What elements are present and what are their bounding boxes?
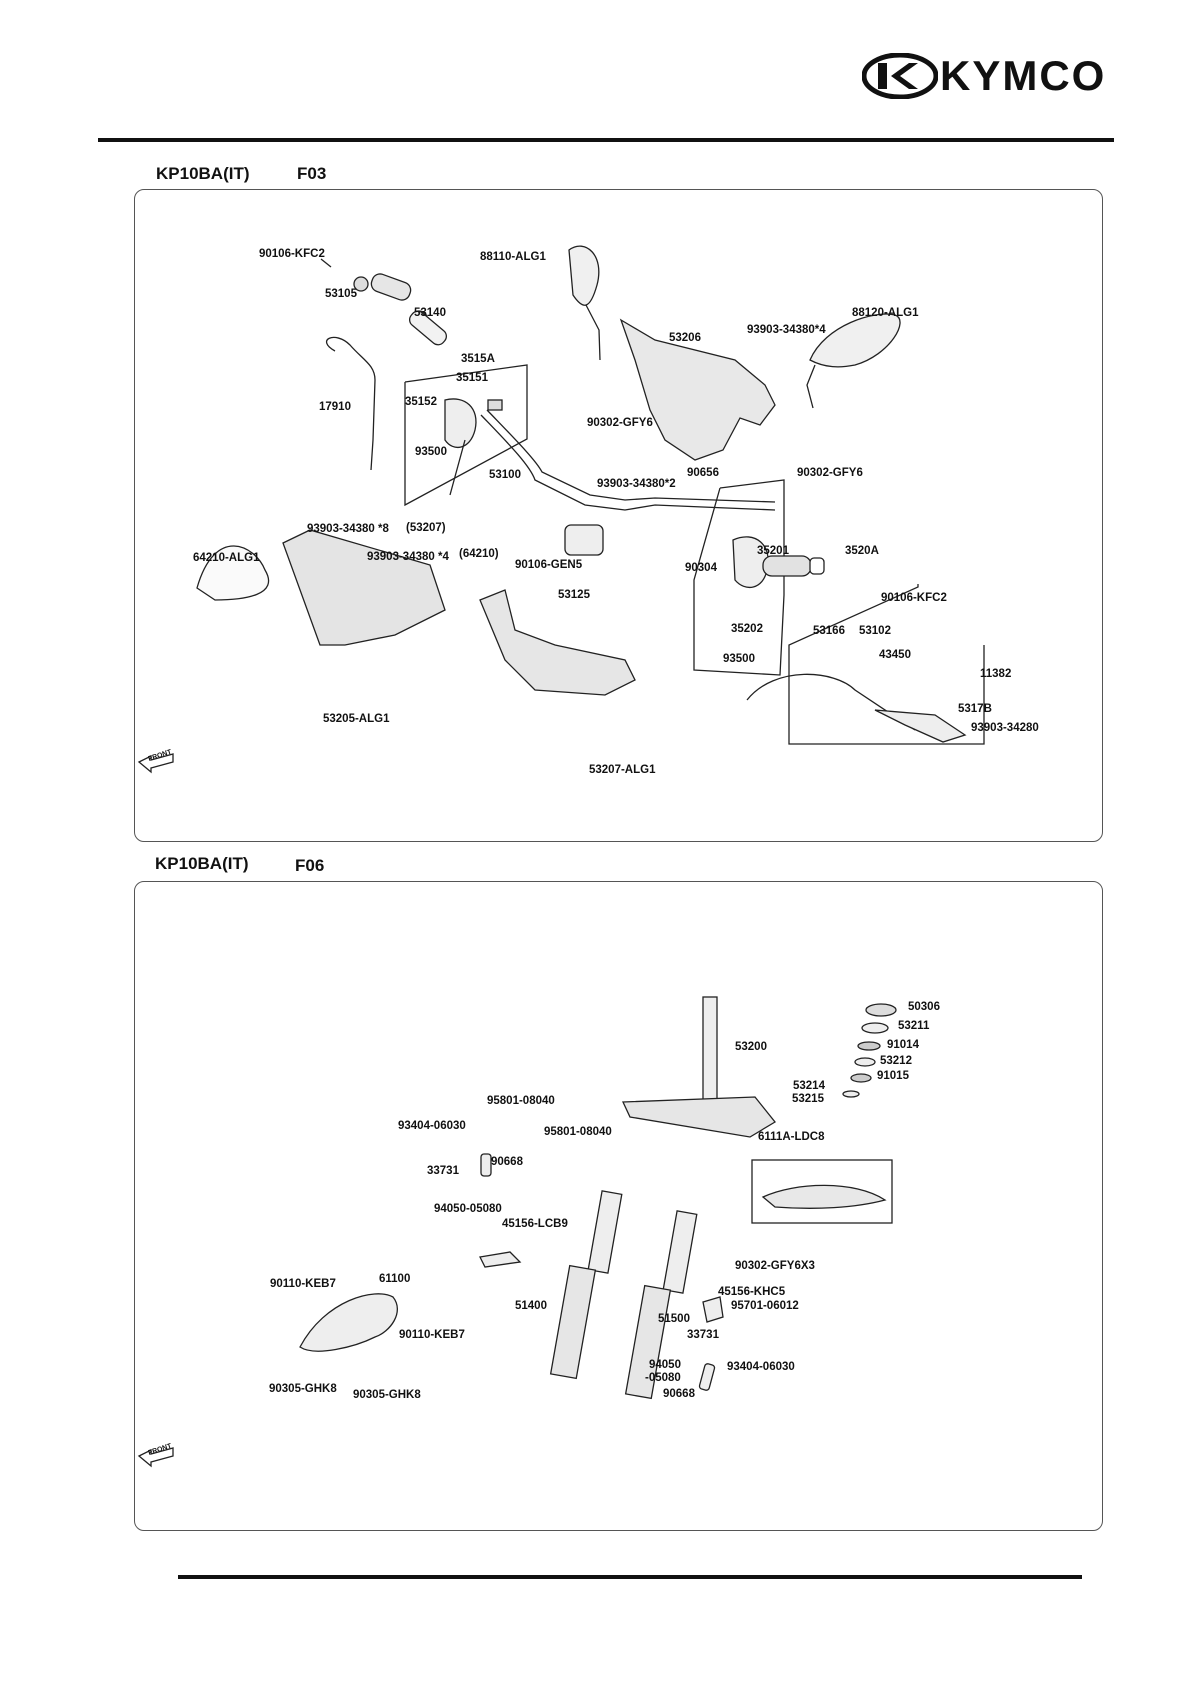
- part-label: 17910: [319, 401, 351, 413]
- part-label: 6111A-LDC8: [758, 1131, 825, 1143]
- part-label: (53207): [406, 522, 446, 534]
- part-label: 51400: [515, 1300, 547, 1312]
- part-label: 90305-GHK8: [353, 1389, 421, 1401]
- part-label: 53105: [325, 288, 358, 300]
- part-label: 53166: [813, 625, 845, 637]
- part-label: 35151: [456, 372, 489, 384]
- section-model-f06: KP10BA(IT): [155, 854, 249, 873]
- part-label: 93903-34380*4: [747, 324, 826, 336]
- part-label: 53125: [558, 589, 591, 601]
- part-label: 93500: [723, 653, 755, 665]
- part-label: 95801-08040: [487, 1095, 555, 1107]
- part-label: 91014: [887, 1039, 920, 1051]
- brand-name: KYMCO: [940, 52, 1107, 99]
- part-label: 53200: [735, 1041, 767, 1053]
- part-label: 95801-08040: [544, 1126, 612, 1138]
- part-label: 94050-05080: [434, 1203, 502, 1215]
- part-label: 93903-34280: [971, 722, 1039, 734]
- exploded-view-front-fork: 50306 53211 91014 53212 91015 53200 5321…: [137, 996, 940, 1468]
- part-label: 90110-KEB7: [270, 1278, 336, 1290]
- part-labels-f06: 50306 53211 91014 53212 91015 53200 5321…: [147, 1001, 940, 1457]
- part-label: 90106-KFC2: [881, 592, 947, 604]
- part-label: 91015: [877, 1070, 910, 1082]
- part-labels-f03: 90106-KFC2 53105 53140 88110-ALG1 53206 …: [147, 248, 1038, 776]
- part-label: 35152: [405, 396, 437, 408]
- part-label: 93903-34380 *8: [307, 523, 389, 535]
- part-label: 53214: [793, 1080, 826, 1092]
- part-label: 11382: [980, 668, 1011, 680]
- part-label: 33731: [427, 1165, 460, 1177]
- part-label: 90106-GEN5: [515, 559, 583, 571]
- part-label: 93404-06030: [727, 1361, 795, 1373]
- part-label: 43450: [879, 649, 911, 661]
- header-rule: [98, 138, 1114, 142]
- part-label: 35201: [757, 545, 790, 557]
- part-label: 45156-LCB9: [502, 1218, 568, 1230]
- kymco-logo: KYMCO: [862, 53, 1112, 99]
- part-label: 33731: [687, 1329, 720, 1341]
- part-label: 90106-KFC2: [259, 248, 325, 260]
- part-label: 53215: [792, 1093, 825, 1105]
- part-label: 90110-KEB7: [399, 1329, 465, 1341]
- part-label: 64210-ALG1: [193, 552, 260, 564]
- part-label: 61100: [379, 1273, 410, 1285]
- screw-shape: [320, 258, 332, 268]
- part-label: 93903-34380 *4: [367, 551, 449, 563]
- part-label: 53102: [859, 625, 891, 637]
- diagram-panel-f06: 50306 53211 91014 53212 91015 53200 5321…: [134, 881, 1103, 1531]
- part-label: 53205-ALG1: [323, 713, 390, 725]
- part-label: 90656: [687, 467, 719, 479]
- part-label: 53212: [880, 1055, 912, 1067]
- part-label: 3515A: [461, 353, 495, 365]
- part-label: 53100: [489, 469, 521, 481]
- part-label: 95701-06012: [731, 1300, 799, 1312]
- part-label: 53140: [414, 307, 446, 319]
- part-label: -05080: [645, 1372, 681, 1384]
- part-label: 93903-34380*2: [597, 478, 676, 490]
- part-label: 90304: [685, 562, 718, 574]
- part-label: 90305-GHK8: [269, 1383, 337, 1395]
- part-label: 93500: [415, 446, 447, 458]
- part-label: 90302-GFY6X3: [735, 1260, 815, 1272]
- part-label: 53207-ALG1: [589, 764, 656, 776]
- part-label: 93404-06030: [398, 1120, 466, 1132]
- part-label: 90302-GFY6: [587, 417, 653, 429]
- section-model-f03: KP10BA(IT): [156, 164, 250, 183]
- part-label: 90668: [491, 1156, 524, 1168]
- part-label: (64210): [459, 548, 499, 560]
- section-code-f03: F03: [297, 164, 327, 183]
- footer-rule: [178, 1575, 1082, 1579]
- part-label: 51500: [658, 1313, 690, 1325]
- part-label: 94050: [649, 1359, 681, 1371]
- kymco-logo-mark: [862, 53, 938, 99]
- part-label: 90668: [663, 1388, 696, 1400]
- part-label: 88120-ALG1: [852, 307, 919, 319]
- exploded-view-handlebar: 90106-KFC2 53105 53140 88110-ALG1 53206 …: [137, 245, 1039, 776]
- part-label: 88110-ALG1: [480, 251, 546, 263]
- part-label: 53211: [898, 1020, 930, 1032]
- part-label: 45156-KHC5: [718, 1286, 786, 1298]
- part-label: 35202: [731, 623, 763, 635]
- part-label: 5317B: [958, 703, 992, 715]
- part-label: 90302-GFY6: [797, 467, 863, 479]
- section-code-f06: F06: [295, 856, 325, 875]
- part-label: 53206: [669, 332, 701, 344]
- diagram-panel-f03: 90106-KFC2 53105 53140 88110-ALG1 53206 …: [134, 189, 1103, 842]
- part-label: 3520A: [845, 545, 879, 557]
- part-label: 50306: [908, 1001, 940, 1013]
